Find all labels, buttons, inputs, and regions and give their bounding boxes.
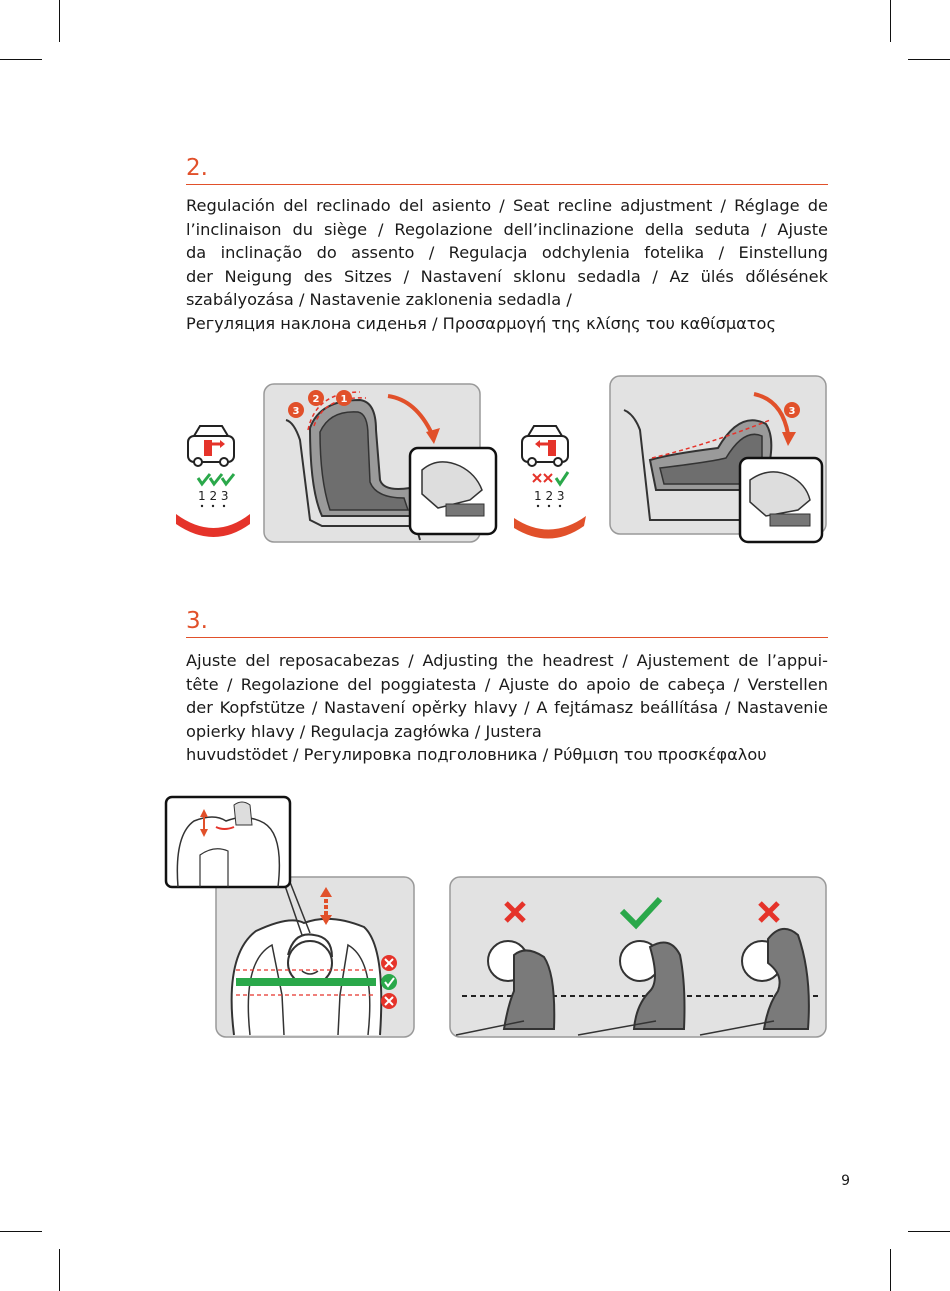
cross-icon xyxy=(532,473,553,483)
text-line: l’inclinaison du siège / Regolazione del… xyxy=(186,219,828,239)
check-icon xyxy=(619,896,663,930)
crop-mark xyxy=(59,1249,60,1291)
callout-badge: 3 xyxy=(789,406,796,417)
section-number: 2. xyxy=(186,155,208,181)
rotate-arrow-icon xyxy=(514,516,586,539)
crop-mark xyxy=(59,0,60,42)
cross-icon xyxy=(504,901,526,923)
cross-icon xyxy=(381,955,397,971)
crop-mark xyxy=(890,0,891,42)
text-line: Regulación del reclinado del asiento / S… xyxy=(186,196,828,215)
callout-badge: 2 xyxy=(313,394,320,405)
section-rule xyxy=(186,184,828,185)
check-icon xyxy=(554,471,570,487)
check-icon xyxy=(196,473,236,487)
crop-mark xyxy=(0,59,42,60)
section-text: Ajuste del reposacabezas / Adjusting the… xyxy=(186,649,828,767)
position-numbers: 1 2 3 xyxy=(198,489,229,503)
text-line: Регуляция наклона сиденья / Προσαρμογή τ… xyxy=(186,313,776,333)
headrest-illustration xyxy=(164,795,827,1038)
crop-mark xyxy=(0,1231,42,1232)
text-line: szabályozása / Nastavenie zaklonenia sed… xyxy=(186,290,572,310)
text-line: tête / Regolazione del poggiatesta / Aju… xyxy=(186,674,828,694)
callout-badge: 1 xyxy=(341,394,348,405)
position-numbers: 1 2 3 xyxy=(534,489,565,503)
cross-icon xyxy=(381,993,397,1009)
car-rearward-icon xyxy=(521,425,569,467)
section-rule xyxy=(186,637,828,638)
text-line: Ajuste del reposacabezas / Adjusting the… xyxy=(186,651,828,670)
section-number: 3. xyxy=(186,608,208,634)
section-text: Regulación del reclinado del asiento / S… xyxy=(186,194,828,336)
car-forward-icon xyxy=(187,425,235,467)
text-line: der Neigung des Sitzes / Nastavení sklon… xyxy=(186,266,828,286)
text-line: der Kopfstütze / Nastavení opěrky hlavy … xyxy=(186,698,828,718)
rotate-arrow-icon xyxy=(176,514,250,537)
crop-mark xyxy=(890,1249,891,1291)
check-icon xyxy=(381,974,397,990)
text-line: opierky hlavy / Regulacja zagłówka / Jus… xyxy=(186,721,542,741)
vertical-arrow-icon xyxy=(320,887,332,925)
text-line: huvudstödet / Регулировка подголовника /… xyxy=(186,745,767,765)
crop-mark xyxy=(908,59,950,60)
crop-mark xyxy=(908,1231,950,1232)
text-line: da inclinação do assento / Regulacja odc… xyxy=(186,243,828,263)
page-number: 9 xyxy=(841,1173,850,1189)
recline-illustration: 1 2 3 3 2 1 1 2 3 3 xyxy=(176,375,827,544)
callout-badge: 3 xyxy=(293,406,300,417)
cross-icon xyxy=(758,901,780,923)
